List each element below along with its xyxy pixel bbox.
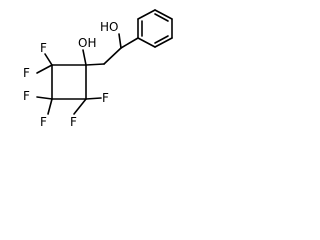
cyclobutane-ring bbox=[51, 64, 87, 100]
fluorine-label: F bbox=[23, 66, 30, 80]
molecule-diagram: HO OH F F F F F F bbox=[23, 9, 173, 129]
bond bbox=[137, 9, 156, 20]
bond-to-fluorine bbox=[47, 98, 53, 115]
fluorine-label: F bbox=[70, 115, 77, 129]
bond-to-hydroxyl bbox=[118, 33, 122, 49]
fluorine-label: F bbox=[40, 41, 47, 55]
double-bond-inner bbox=[154, 35, 169, 44]
bond-to-fluorine bbox=[44, 53, 53, 66]
phenyl-ring bbox=[137, 9, 173, 48]
fluorine-label: F bbox=[40, 115, 47, 129]
fluorine-label: F bbox=[102, 91, 109, 105]
bond-to-fluorine bbox=[36, 96, 53, 100]
double-bond-inner bbox=[154, 13, 169, 22]
bond-to-fluorine bbox=[36, 64, 53, 74]
bond-to-hydroxyl bbox=[82, 49, 87, 66]
bond bbox=[85, 63, 105, 66]
bond bbox=[154, 9, 173, 20]
fluorine-label: F bbox=[23, 89, 30, 103]
bond-to-fluorine bbox=[73, 98, 87, 115]
bond-to-fluorine bbox=[85, 97, 102, 100]
bond bbox=[154, 37, 173, 48]
bond bbox=[103, 47, 122, 65]
structure-canvas: HO OH F F F F F F bbox=[0, 0, 194, 148]
bond bbox=[120, 37, 139, 49]
hydroxyl-label-ring: OH bbox=[78, 36, 96, 50]
hydroxyl-label-top: HO bbox=[100, 20, 118, 34]
bond bbox=[137, 37, 156, 48]
